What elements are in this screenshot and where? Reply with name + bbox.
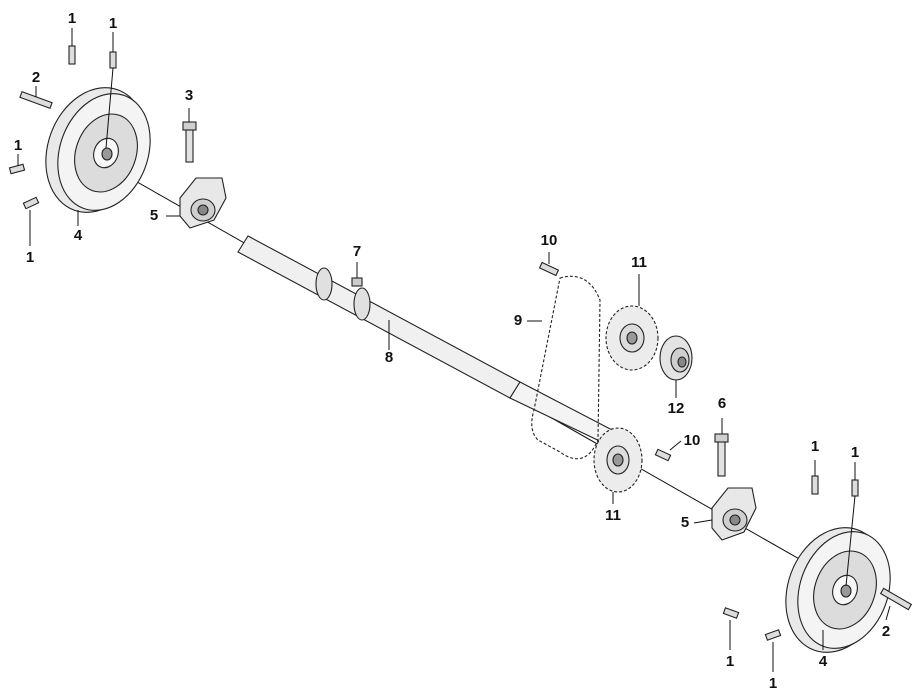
callout-l1e: 1	[811, 438, 819, 455]
callout-l1h: 1	[769, 675, 777, 692]
sprocket-bolts	[538, 261, 672, 462]
leader-lines	[17, 28, 891, 672]
callout-l4a: 4	[74, 227, 83, 244]
callout-l6: 6	[718, 395, 726, 412]
callout-l1c: 1	[14, 137, 22, 154]
chain	[531, 275, 601, 460]
callout-l11a: 11	[631, 254, 647, 271]
callout-l3: 3	[185, 87, 193, 104]
callout-l5b: 5	[681, 514, 689, 531]
lower-sprocket	[593, 427, 643, 493]
shaft	[237, 235, 617, 447]
callout-l4b: 4	[819, 653, 828, 670]
right-wheel	[785, 527, 891, 653]
callout-l1a: 1	[68, 10, 76, 27]
right-bearing-housing	[711, 433, 757, 541]
callout-labels: 1 1 2 1 1 3 4 5 7 8 10 11 9 12 6 10 11 5…	[14, 10, 890, 692]
callout-l1b: 1	[109, 15, 117, 32]
callout-l1f: 1	[851, 444, 859, 461]
callout-l2a: 2	[32, 69, 40, 86]
hub	[659, 335, 693, 381]
left-wheel	[45, 87, 151, 213]
callout-l7: 7	[353, 243, 361, 260]
left-bearing-housing	[179, 121, 227, 229]
callout-l12: 12	[668, 400, 685, 417]
callout-l1g: 1	[726, 653, 734, 670]
callout-l11b: 11	[605, 507, 621, 524]
callout-l10a: 10	[541, 232, 558, 249]
callout-l2b: 2	[882, 623, 890, 640]
upper-sprocket	[605, 305, 659, 371]
callout-l1d: 1	[26, 249, 34, 266]
callout-l10b: 10	[684, 432, 701, 449]
callout-l9: 9	[514, 312, 522, 329]
left-bolt-group	[8, 45, 117, 210]
callout-l5a: 5	[150, 207, 158, 224]
right-bolt-group	[722, 475, 913, 641]
callout-l8: 8	[385, 349, 393, 366]
